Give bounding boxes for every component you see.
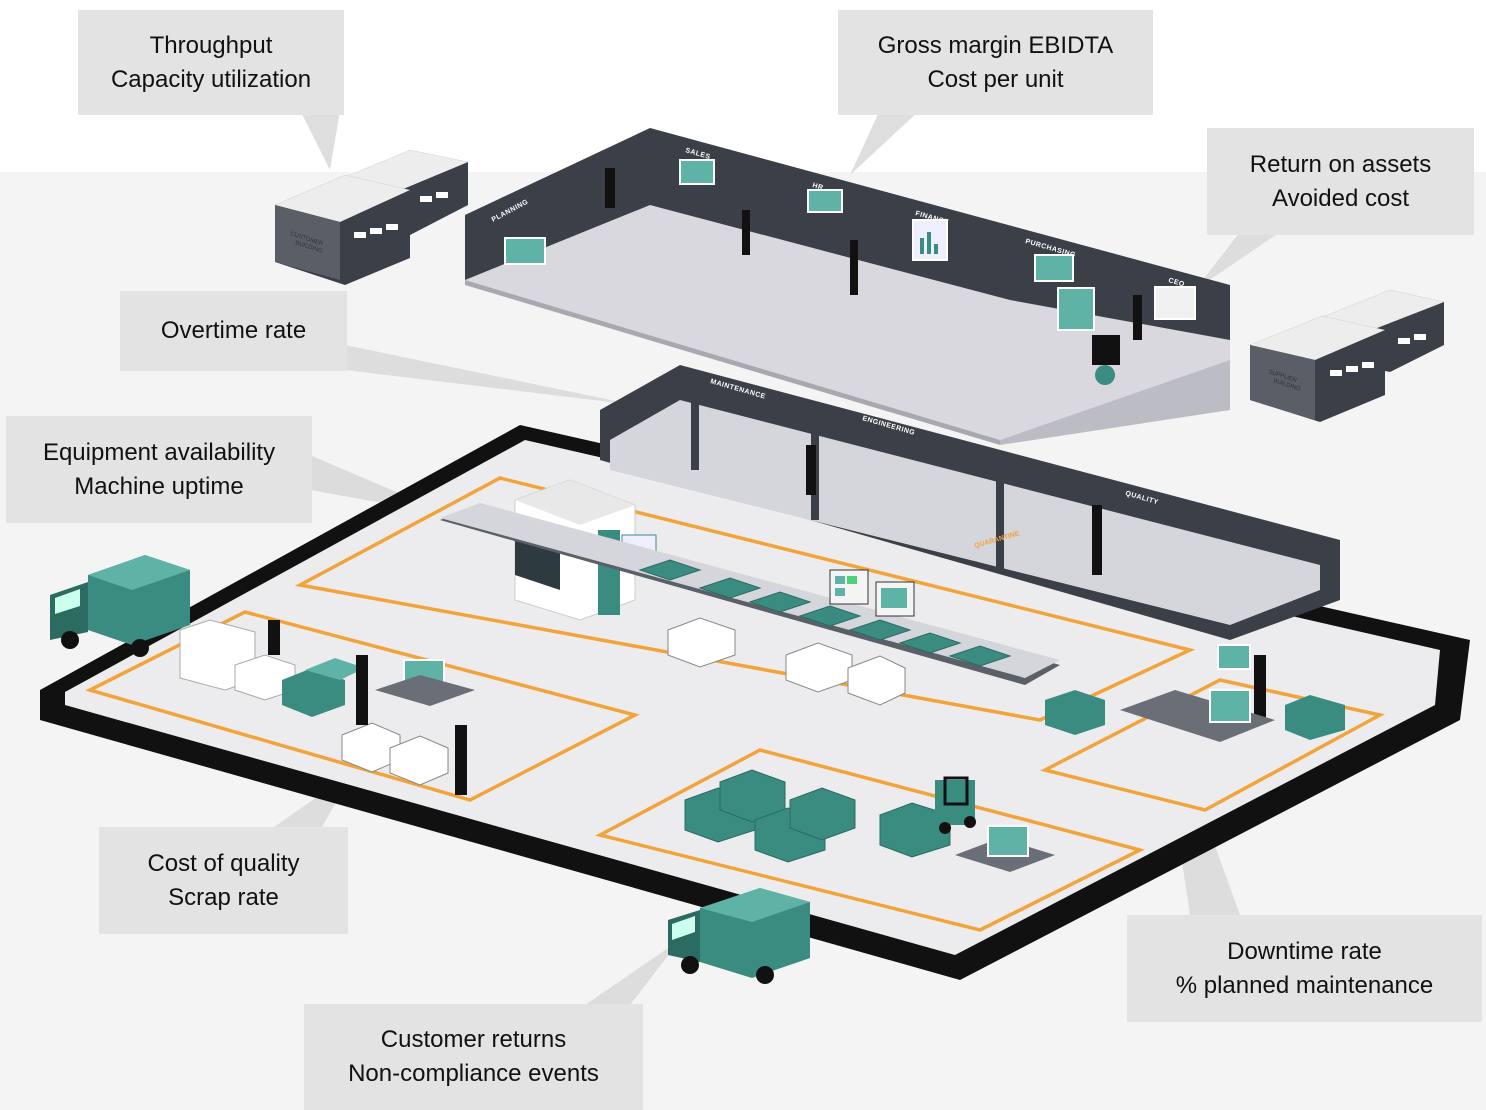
callout-cost-of-quality: Cost of quality Scrap rate (99, 827, 348, 934)
customer-building (275, 150, 468, 285)
callout-downtime-line1: Downtime rate (1227, 937, 1382, 965)
scrap-bins (341, 617, 906, 786)
forklift (935, 776, 976, 834)
callout-downtime: Downtime rate % planned maintenance (1127, 915, 1482, 1022)
callout-overtime: Overtime rate (120, 291, 347, 371)
office-people (605, 168, 1142, 365)
callout-cost-of-quality-line1: Cost of quality (147, 849, 300, 877)
office-front-wall (465, 280, 1000, 445)
callout-customer-returns: Customer returns Non-compliance events (304, 1004, 643, 1110)
callout-return-on-assets-line2: Avoided cost (1272, 184, 1409, 212)
outbound-truck (668, 888, 810, 984)
callout-equipment-line1: Equipment availability (42, 438, 276, 466)
callout-return-on-assets-line1: Return on assets (1249, 150, 1432, 178)
factory-floor (65, 440, 1440, 955)
factory-back-wall-inner (610, 400, 1320, 625)
shipping-desk (955, 825, 1055, 872)
callout-return-on-assets: Return on assets Avoided cost (1207, 128, 1474, 235)
callout-throughput-line1: Throughput (149, 31, 273, 59)
receiving-area (179, 619, 475, 717)
office-chair (1095, 365, 1115, 385)
callout-equipment-line2: Machine uptime (74, 472, 244, 500)
office-desks (504, 159, 1196, 331)
callout-throughput: Throughput Capacity utilization (78, 10, 344, 115)
conveyor-products (638, 559, 1012, 667)
callout-gross-margin-line1: Gross margin EBIDTA (877, 31, 1114, 59)
ceo-label: CEO (1167, 277, 1185, 288)
warehouse-stacks (684, 769, 951, 863)
callout-equipment: Equipment availability Machine uptime (6, 416, 312, 523)
quality-monitors (829, 569, 915, 617)
office-side-wall (1000, 360, 1230, 445)
quality-station (1045, 644, 1345, 742)
hr-label: HR (811, 182, 824, 192)
callout-cost-of-quality-line2: Scrap rate (168, 883, 279, 911)
callout-customer-returns-line2: Non-compliance events (348, 1060, 599, 1087)
callout-throughput-line2: Capacity utilization (110, 65, 312, 93)
floor-workers (268, 445, 1266, 795)
office-back-wall (465, 128, 1230, 340)
callout-customer-returns-line1: Customer returns (380, 1026, 567, 1053)
callout-gross-margin: Gross margin EBIDTA Cost per unit (838, 10, 1153, 115)
callout-downtime-line2: % planned maintenance (1175, 971, 1434, 999)
callout-gross-margin-line2: Cost per unit (927, 65, 1064, 93)
callout-overtime-line1: Overtime rate (160, 317, 307, 344)
inbound-truck (50, 555, 190, 657)
supplier-building (1250, 290, 1444, 422)
